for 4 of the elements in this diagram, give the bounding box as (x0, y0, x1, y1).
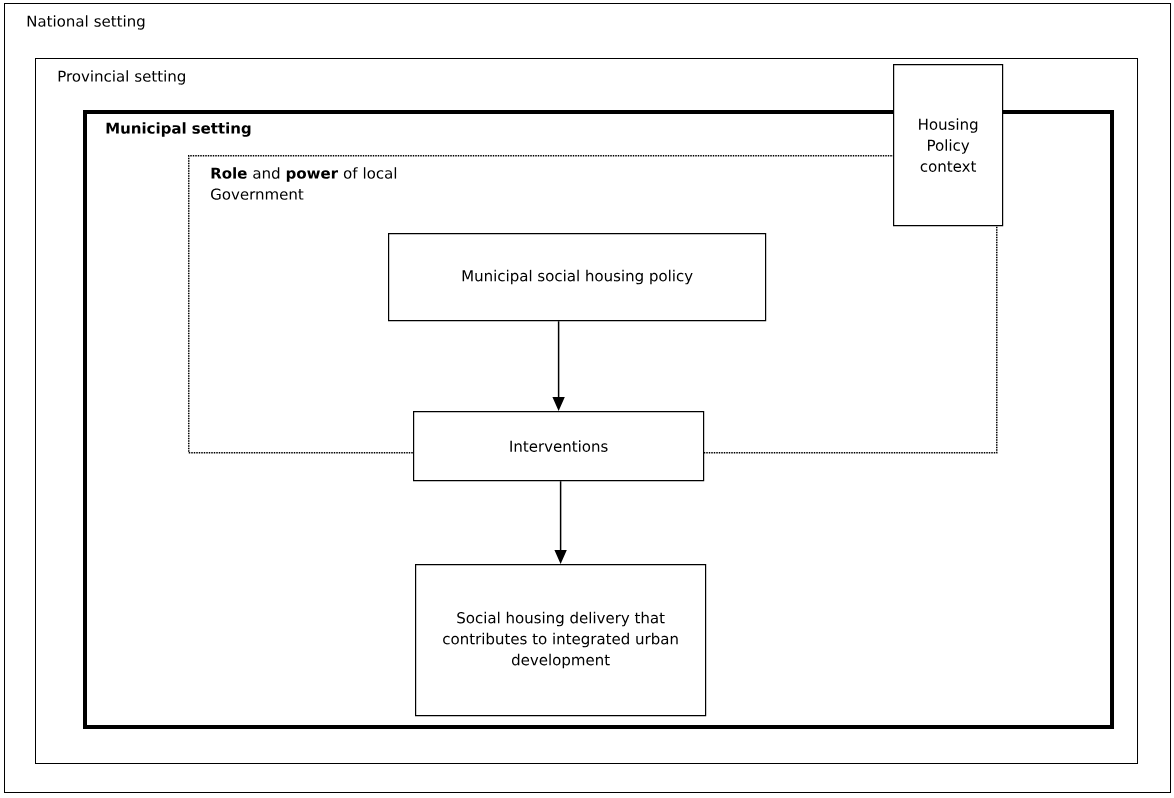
process-box: Social housing delivery that contributes to integrated urban development (415, 564, 707, 717)
context-box: Housing Policy context (893, 64, 1004, 227)
process-box: Interventions (413, 411, 705, 482)
process-box: Municipal social housing policy (388, 233, 767, 322)
